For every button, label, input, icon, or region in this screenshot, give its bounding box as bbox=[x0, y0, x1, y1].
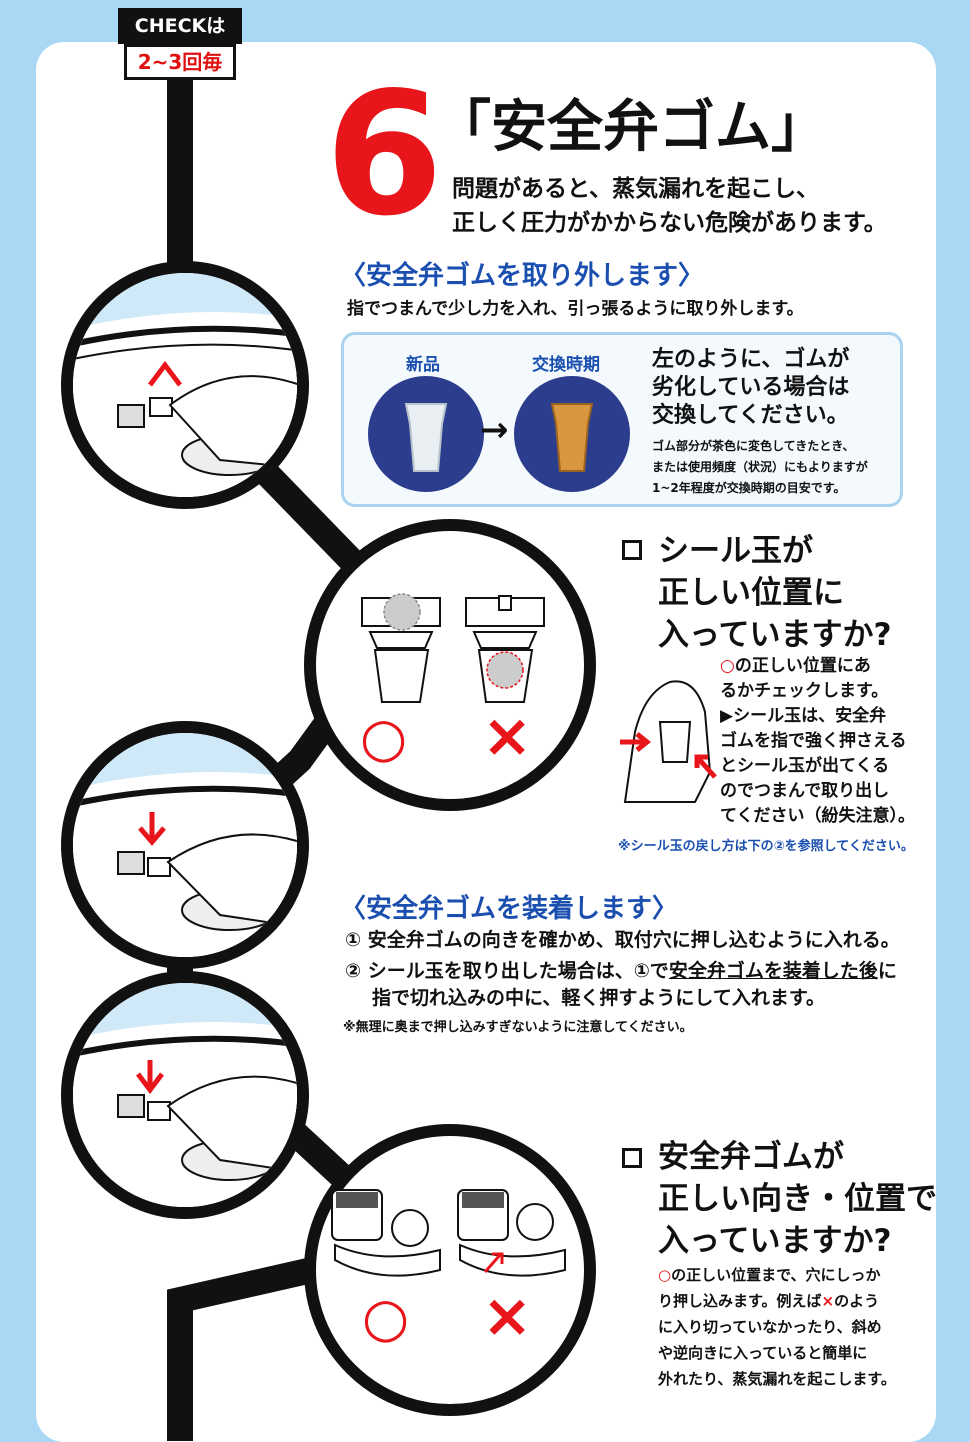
replace-detail: ゴム部分が茶色に変色してきたとき、 または使用頻度（状況）にもよりますが 1~2… bbox=[652, 436, 868, 499]
step-2-number: ② bbox=[345, 960, 362, 982]
subtitle-line-1: 問題があると、蒸気漏れを起こし、 bbox=[452, 176, 820, 202]
expl2-line-2-post: のよう bbox=[834, 1292, 880, 1310]
orientation-explanation: ○の正しい位置まで、穴にしっか り押し込みます。例えば×のよう に入り切っていな… bbox=[658, 1262, 896, 1392]
check-frequency-badge: CHECKは 2~3回毎 bbox=[118, 8, 242, 86]
q1-line-1: シール玉が bbox=[658, 533, 813, 569]
remove-illustration bbox=[61, 261, 309, 509]
page-title: 「安全弁ゴム」 bbox=[435, 95, 827, 160]
advice-line-1: 左のように、ゴムが bbox=[652, 347, 850, 372]
seal-ball-checkbox[interactable] bbox=[622, 540, 642, 560]
badge-bottom-label: 2~3回毎 bbox=[124, 44, 236, 80]
q2-line-2: 正しい向き・位置で bbox=[658, 1181, 937, 1217]
attach-heading: 〈安全弁ゴムを装着します〉 bbox=[340, 894, 679, 924]
expl2-line-2-pre: り押し込みます。例えば bbox=[658, 1292, 822, 1310]
expl1-line-6: のでつまんで取り出し bbox=[720, 781, 890, 801]
step-2-line-2: 指で切れ込みの中に、軽く押すようにして入れます。 bbox=[372, 987, 825, 1009]
remove-heading: 〈安全弁ゴムを取り外します〉 bbox=[340, 261, 705, 291]
seal-ball-explanation: ○の正しい位置にあ るかチェックします。 ▶シール玉は、安全弁 ゴムを指で強く押… bbox=[720, 654, 915, 829]
attach-note: ※無理に奥まで押し込みすぎないように注意してください。 bbox=[343, 1020, 693, 1035]
expl1-line-7: てください（紛失注意）。 bbox=[720, 806, 915, 826]
detail-line-3: 1~2年程度が交換時期の目安です。 bbox=[652, 481, 846, 495]
badge-top-label: CHECKは bbox=[118, 8, 242, 44]
wrong-mark-2: × bbox=[482, 1281, 533, 1351]
attach-illustration-1 bbox=[61, 721, 309, 969]
orientation-checkbox[interactable] bbox=[622, 1148, 642, 1168]
subtitle-line-2: 正しく圧力がかからない危険があります。 bbox=[452, 210, 887, 236]
attach-step-2: ② シール玉を取り出した場合は、①で安全弁ゴムを装着した後に bbox=[345, 956, 897, 986]
step-1-number: ① bbox=[345, 929, 362, 951]
hand-press-illustration bbox=[620, 680, 717, 803]
step-1-text: 安全弁ゴムの向きを確かめ、取付穴に押し込むように入れる。 bbox=[367, 929, 900, 951]
arrow-right-icon: → bbox=[480, 410, 509, 450]
expl1-line-2: るかチェックします。 bbox=[720, 681, 889, 701]
remove-instruction: 指でつまんで少し力を入れ、引っ張るように取り外します。 bbox=[347, 299, 804, 319]
expl2-line-4: や逆向きに入っていると簡単に bbox=[658, 1344, 868, 1362]
wrong-mark-1: × bbox=[482, 701, 533, 771]
expl2-line-1: の正しい位置まで、穴にしっか bbox=[671, 1266, 881, 1284]
step-2-text-pre: シール玉を取り出した場合は、①で bbox=[367, 960, 669, 982]
orientation-question: 安全弁ゴムが 正しい向き・位置で 入っていますか? bbox=[658, 1136, 937, 1262]
replace-advice: 左のように、ゴムが 劣化している場合は 交換してください。 bbox=[652, 346, 849, 430]
detail-line-2: または使用頻度（状況）にもよりますが bbox=[652, 460, 868, 474]
ok-circle-icon: ○ bbox=[720, 656, 735, 676]
ng-cross-icon: × bbox=[821, 1292, 835, 1310]
page-subtitle: 問題があると、蒸気漏れを起こし、 正しく圧力がかからない危険があります。 bbox=[452, 172, 887, 240]
expl1-line-1: の正しい位置にあ bbox=[734, 656, 871, 676]
expl2-line-5: 外れたり、蒸気漏れを起こします。 bbox=[658, 1370, 896, 1388]
correct-mark-1: ○ bbox=[360, 706, 408, 769]
q1-line-3: 入っていますか? bbox=[658, 617, 892, 653]
new-label: 新品 bbox=[406, 355, 440, 375]
seal-ball-illustration bbox=[304, 519, 596, 811]
expl1-line-5: とシール玉が出てくる bbox=[720, 756, 890, 776]
replace-label: 交換時期 bbox=[532, 355, 600, 375]
advice-line-2: 劣化している場合は bbox=[652, 375, 850, 400]
detail-line-1: ゴム部分が茶色に変色してきたとき、 bbox=[652, 439, 855, 453]
step-number: 6 bbox=[325, 56, 443, 254]
attach-illustration-2 bbox=[61, 971, 309, 1219]
q2-line-1: 安全弁ゴムが bbox=[658, 1139, 844, 1175]
orientation-illustration bbox=[304, 1124, 596, 1416]
expl1-line-4: ゴムを指で強く押さえる bbox=[720, 731, 907, 751]
expl2-line-3: に入り切っていなかったり、斜め bbox=[658, 1318, 882, 1336]
ok-circle-icon-2: ○ bbox=[658, 1266, 672, 1284]
step-2-text-post: に bbox=[877, 960, 897, 982]
rubber-photos bbox=[368, 376, 630, 492]
advice-line-3: 交換してください。 bbox=[652, 403, 849, 428]
attach-step-1: ① 安全弁ゴムの向きを確かめ、取付穴に押し込むように入れる。 bbox=[345, 925, 900, 955]
expl1-line-3: ▶シール玉は、安全弁 bbox=[720, 706, 887, 726]
step-2-text-emphasis: 安全弁ゴムを装着した後 bbox=[668, 960, 878, 982]
correct-mark-2: ○ bbox=[362, 1286, 410, 1349]
seal-ball-footnote: ※シール玉の戻し方は下の②を参照してください。 bbox=[618, 839, 914, 854]
q2-line-3: 入っていますか? bbox=[658, 1223, 892, 1259]
q1-line-2: 正しい位置に bbox=[658, 575, 844, 611]
seal-ball-question: シール玉が 正しい位置に 入っていますか? bbox=[658, 530, 891, 656]
